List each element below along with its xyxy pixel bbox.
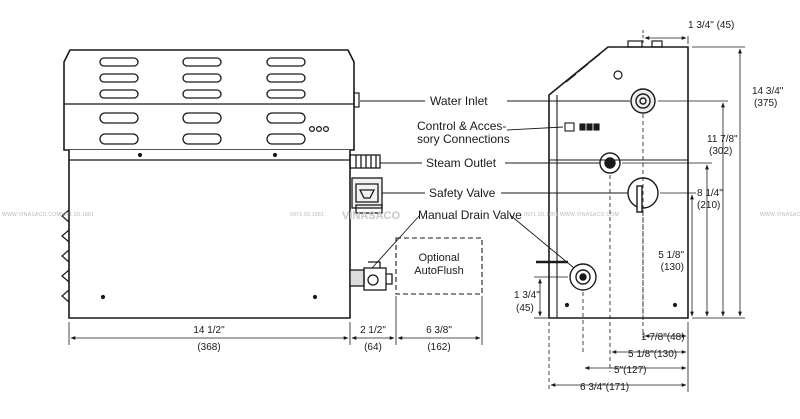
- control-connections-callout-1: Control & Acces-: [417, 119, 506, 133]
- safety-valve-height-mm: (130): [661, 262, 684, 273]
- drain-height-in: 1 3/4": [514, 290, 540, 301]
- front-view: [61, 49, 483, 319]
- side-steam-outlet: [599, 152, 621, 174]
- watermark-row: WWW.VINASACO.COM 0971.00.1881 0971.00.18…: [2, 210, 800, 222]
- autoflush-width-in: 6 3/8": [426, 325, 452, 336]
- steam-outlet-height-mm: (210): [697, 200, 720, 211]
- front-lower-body: [68, 150, 351, 319]
- water-inlet-height-mm: (302): [709, 146, 732, 157]
- front-width-mm: (368): [197, 342, 220, 353]
- valve-offset-in: 2 1/2": [360, 325, 386, 336]
- manual-drain-valve-callout: Manual Drain Valve: [418, 208, 522, 222]
- safety-valve-height-in: 5 1/8": [658, 250, 684, 261]
- depth-c-dim: 5"(127): [614, 365, 646, 376]
- depth-a-dim: 1 7/8"(48): [641, 332, 685, 343]
- watermark-phone: 0971.00.1881: [60, 212, 94, 218]
- water-inlet-height-in: 11 7/8": [707, 134, 738, 145]
- valve-offset-mm: (64): [364, 342, 382, 353]
- steam-outlet-fitting: [349, 154, 381, 169]
- side-view: [536, 40, 689, 319]
- steam-outlet-callout: Steam Outlet: [426, 156, 497, 170]
- watermark-logo: VINASACO: [342, 210, 401, 222]
- control-connections-callout-2: sory Connections: [417, 132, 510, 146]
- safety-valve-body: [351, 177, 383, 214]
- front-top-housing: [63, 49, 355, 151]
- front-louvers: [99, 57, 306, 145]
- optional-autoflush-box: [395, 237, 483, 295]
- optional-autoflush-label2: AutoFlush: [414, 265, 464, 277]
- optional-autoflush-label1: Optional: [419, 252, 460, 264]
- side-drain: [536, 260, 597, 291]
- depth-b-dim: 5 1/8"(130): [628, 349, 677, 360]
- watermark-site-2: WWW.VINASACO.COM: [560, 212, 619, 218]
- watermark-site-3: WWW.VINASACO.COM: [760, 212, 800, 218]
- watermark-site: WWW.VINASACO.COM: [2, 212, 61, 218]
- watermark-phone-3: 0971.00.1881: [524, 212, 558, 218]
- steam-outlet-height-in: 8 1/4": [697, 188, 723, 199]
- total-height-in: 14 3/4": [752, 86, 784, 97]
- watermark-phone-2: 0971.00.1881: [290, 212, 324, 218]
- side-water-inlet: [630, 88, 656, 114]
- drain-height-mm: (45): [516, 303, 534, 314]
- depth-d-dim: 6 3/4"(171): [580, 382, 629, 393]
- manual-drain-valve-body: [349, 261, 393, 291]
- total-height-mm: (375): [754, 98, 777, 109]
- autoflush-width-mm: (162): [427, 342, 450, 353]
- water-inlet-callout: Water Inlet: [430, 94, 488, 108]
- front-width-in: 14 1/2": [193, 325, 225, 336]
- side-control-ports: [564, 122, 600, 132]
- top-offset-dim: 1 3/4" (45): [688, 20, 734, 31]
- safety-valve-callout: Safety Valve: [429, 186, 496, 200]
